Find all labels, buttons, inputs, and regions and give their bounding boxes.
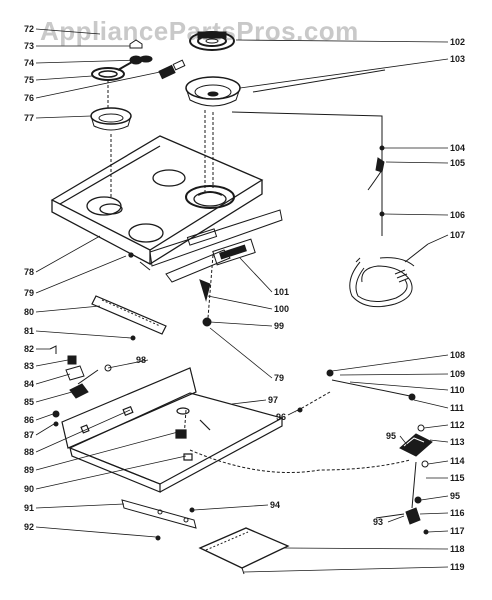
part-label-116: 116	[450, 508, 465, 518]
part-label-79-right: 79	[274, 373, 285, 383]
part-label-73: 73	[23, 41, 34, 51]
part-label-118: 118	[450, 544, 465, 554]
part-label-119: 119	[450, 562, 465, 572]
wiring-harness	[350, 244, 428, 307]
part-label-76: 76	[23, 93, 34, 103]
surface-element-small	[92, 56, 142, 80]
part-label-113: 113	[450, 437, 465, 447]
receptacle	[140, 56, 152, 62]
part-label-100: 100	[274, 304, 290, 314]
part-label-109: 109	[450, 369, 466, 379]
part-label-89: 89	[23, 465, 34, 475]
part-label-86: 86	[23, 415, 34, 425]
part-label-94: 94	[270, 500, 281, 510]
grommet	[203, 318, 211, 326]
part-label-75: 75	[23, 75, 34, 85]
drip-pan-large	[186, 77, 240, 106]
part-label-95: 95	[386, 431, 397, 441]
part-label-87: 87	[23, 430, 34, 440]
part-label-84: 84	[23, 379, 34, 389]
element-connector	[159, 60, 185, 78]
part-label-96: 96	[276, 412, 287, 422]
part-label-95-right: 95	[450, 491, 461, 501]
part-label-93: 93	[373, 517, 384, 527]
part-label-111: 111	[450, 403, 465, 413]
part-label-91: 91	[23, 503, 34, 513]
oven-vent-plate	[200, 528, 288, 574]
part-label-85: 85	[23, 397, 34, 407]
drip-pan-small	[91, 108, 131, 130]
bottom-burner-box	[62, 368, 282, 492]
part-label-101: 101	[274, 287, 290, 297]
part-label-78: 78	[23, 267, 34, 277]
part-label-99: 99	[274, 321, 285, 331]
part-label-92: 92	[23, 522, 34, 532]
part-label-77: 77	[23, 113, 34, 123]
part-label-112: 112	[450, 420, 465, 430]
front-control-panel	[140, 210, 282, 300]
terminal-block	[130, 40, 142, 48]
part-label-90: 90	[23, 484, 34, 494]
part-label-82: 82	[23, 344, 34, 354]
part-label-105: 105	[450, 158, 466, 168]
part-label-108: 108	[450, 350, 466, 360]
part-label-98: 98	[136, 355, 147, 365]
part-label-72: 72	[23, 24, 34, 34]
part-label-115: 115	[450, 473, 465, 483]
front-rail	[122, 500, 196, 528]
leader-lines	[36, 29, 448, 572]
wire-leader	[232, 112, 382, 236]
part-label-81: 81	[23, 326, 34, 336]
part-label-106: 106	[450, 210, 466, 220]
part-label-97: 97	[268, 395, 279, 405]
surface-element-top	[190, 32, 234, 50]
part-label-102: 102	[450, 37, 466, 47]
guide-lines	[108, 80, 410, 473]
part-label-88: 88	[23, 447, 34, 457]
part-label-117: 117	[450, 526, 465, 536]
part-label-83: 83	[23, 361, 34, 371]
part-label-110: 110	[450, 385, 465, 395]
part-label-104: 104	[450, 143, 466, 153]
part-label-74: 74	[23, 58, 34, 68]
part-label-80: 80	[23, 307, 34, 317]
part-label-114: 114	[450, 456, 465, 466]
part-label-79: 79	[23, 288, 34, 298]
hinge-bracket	[92, 296, 166, 334]
cooktop-main-top	[52, 136, 262, 264]
part-label-107: 107	[450, 230, 466, 240]
part-label-103: 103	[450, 54, 466, 64]
infinite-switch-assembly	[298, 370, 432, 534]
